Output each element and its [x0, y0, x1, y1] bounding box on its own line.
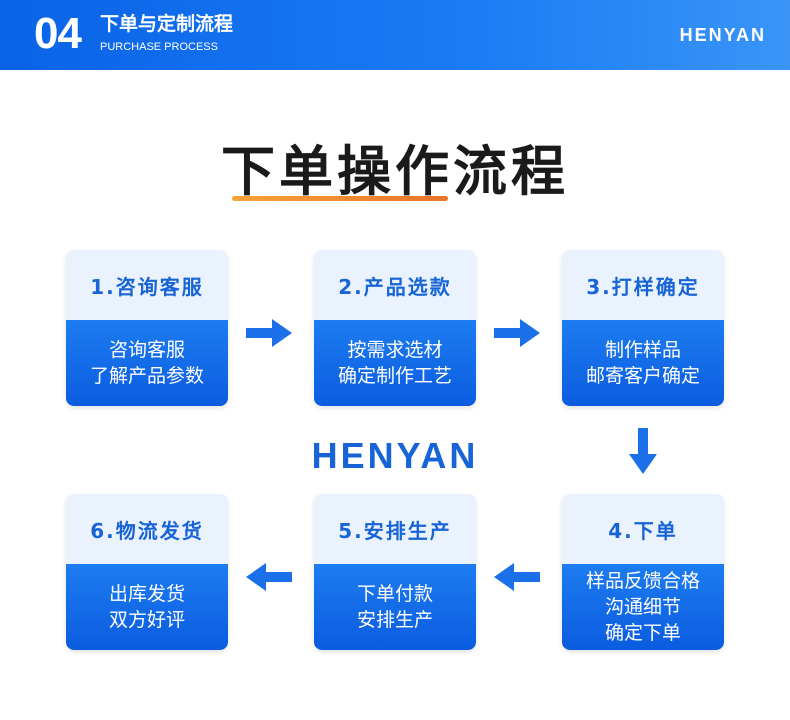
step-title: 4.下单	[608, 518, 678, 543]
step-line: 样品反馈合格	[585, 570, 700, 592]
arrow-left-icon	[246, 563, 292, 591]
step-line: 出库发货	[108, 583, 185, 605]
step-line: 制作样品	[604, 339, 681, 361]
page-title: 下单操作流程	[221, 140, 569, 203]
arrow-left-icon	[494, 563, 540, 591]
step-title: 5.安排生产	[338, 518, 452, 543]
brand-logo: HENYAN	[679, 25, 766, 45]
step-line: 咨询客服	[108, 339, 185, 361]
step-title: 3.打样确定	[586, 274, 700, 299]
arrow-right-icon	[246, 319, 292, 347]
step-title: 6.物流发货	[90, 518, 204, 543]
step-line: 双方好评	[108, 609, 185, 631]
step-line: 邮寄客户确定	[585, 365, 700, 387]
step-line: 了解产品参数	[89, 365, 204, 387]
arrow-down-icon	[629, 428, 657, 474]
step-card-2: 2.产品选款 按需求选材 确定制作工艺	[314, 250, 476, 406]
section-title: 下单与定制流程	[100, 13, 234, 35]
step-line: 下单付款	[356, 583, 433, 605]
step-line: 按需求选材	[347, 339, 443, 361]
step-card-1: 1.咨询客服 咨询客服 了解产品参数	[66, 250, 228, 406]
arrow-right-icon	[494, 319, 540, 347]
brand-watermark: HENYAN	[311, 435, 479, 476]
title-underline	[232, 196, 448, 201]
step-line: 确定制作工艺	[337, 365, 452, 387]
step-card-6: 6.物流发货 出库发货 双方好评	[66, 494, 228, 650]
section-number: 04	[34, 9, 82, 58]
step-line: 确定下单	[604, 622, 681, 644]
step-card-5: 5.安排生产 下单付款 安排生产	[314, 494, 476, 650]
step-card-3: 3.打样确定 制作样品 邮寄客户确定	[562, 250, 724, 406]
header-banner: 04 下单与定制流程 PURCHASE PROCESS HENYAN	[0, 0, 790, 70]
step-title: 1.咨询客服	[90, 274, 204, 299]
step-line: 安排生产	[356, 609, 433, 631]
step-card-4: 4.下单 样品反馈合格 沟通细节 确定下单	[562, 494, 724, 650]
section-subtitle: PURCHASE PROCESS	[100, 41, 218, 53]
step-line: 沟通细节	[604, 596, 681, 618]
step-title: 2.产品选款	[338, 274, 452, 299]
